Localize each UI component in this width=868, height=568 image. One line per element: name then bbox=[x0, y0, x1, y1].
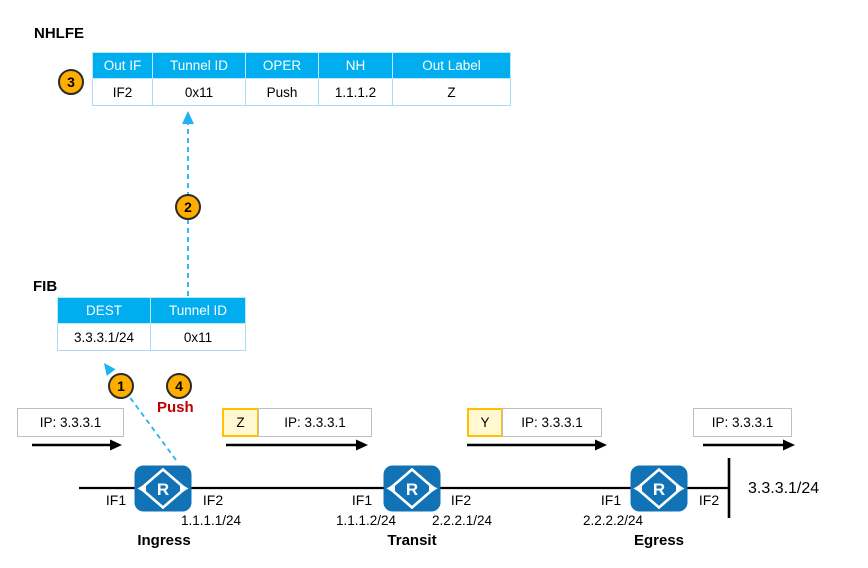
fib-header-row: DEST Tunnel ID bbox=[57, 297, 246, 324]
packet-4-ip-box: IP: 3.3.3.1 bbox=[693, 408, 792, 437]
packet-3-ip-box: IP: 3.3.3.1 bbox=[502, 408, 602, 437]
nhlfe-header-oper: OPER bbox=[245, 52, 319, 79]
fib-value-row: 3.3.3.1/24 0x11 bbox=[57, 323, 246, 351]
fib-to-nhlfe-lookup-arrow bbox=[182, 111, 194, 296]
transit-if1-ip-label: 1.1.1.2/24 bbox=[335, 513, 397, 528]
packet-2-ip-box: IP: 3.3.3.1 bbox=[258, 408, 372, 437]
packet-arrow-ingress-to-transit bbox=[226, 439, 368, 451]
nhlfe-header-tunnelid: Tunnel ID bbox=[152, 52, 246, 79]
push-operation-label: Push bbox=[157, 399, 194, 416]
transit-if2-ip-label: 2.2.2.1/24 bbox=[431, 513, 493, 528]
fib-header-dest: DEST bbox=[57, 297, 151, 324]
router-name-egress: Egress bbox=[633, 532, 685, 549]
router-name-ingress: Ingress bbox=[137, 532, 191, 549]
packet-2-mpls-label-z: Z bbox=[222, 408, 259, 437]
packet-3-mpls-label-y: Y bbox=[467, 408, 503, 437]
nhlfe-value-nh: 1.1.1.2 bbox=[318, 78, 393, 106]
router-transit-icon: R bbox=[383, 465, 441, 512]
fib-table: DEST Tunnel ID 3.3.3.1/24 0x11 bbox=[57, 297, 246, 351]
router-ingress-letter: R bbox=[157, 480, 169, 499]
nhlfe-header-outif: Out IF bbox=[92, 52, 153, 79]
nhlfe-value-oper: Push bbox=[245, 78, 319, 106]
fib-value-dest: 3.3.3.1/24 bbox=[57, 323, 151, 351]
transit-if2-label: IF2 bbox=[450, 492, 472, 508]
egress-if2-label: IF2 bbox=[698, 492, 720, 508]
step-badge-4: 4 bbox=[166, 373, 192, 399]
nhlfe-header-row: Out IF Tunnel ID OPER NH Out Label bbox=[92, 52, 511, 79]
egress-if1-ip-label: 2.2.2.2/24 bbox=[582, 513, 644, 528]
fib-value-tunnelid: 0x11 bbox=[150, 323, 246, 351]
nhlfe-title: NHLFE bbox=[34, 25, 84, 42]
destination-network-label: 3.3.3.1/24 bbox=[748, 480, 820, 497]
packet-1-ip-box: IP: 3.3.3.1 bbox=[17, 408, 124, 437]
nhlfe-value-row: IF2 0x11 Push 1.1.1.2 Z bbox=[92, 78, 511, 106]
ingress-if2-ip-label: 1.1.1.1/24 bbox=[180, 513, 242, 528]
nhlfe-table: Out IF Tunnel ID OPER NH Out Label IF2 0… bbox=[92, 52, 511, 106]
nhlfe-value-outif: IF2 bbox=[92, 78, 153, 106]
fib-header-tunnelid: Tunnel ID bbox=[150, 297, 246, 324]
fib-title: FIB bbox=[33, 278, 58, 295]
router-egress-icon: R bbox=[630, 465, 688, 512]
step-badge-1: 1 bbox=[108, 373, 134, 399]
nhlfe-header-outlabel: Out Label bbox=[392, 52, 511, 79]
ingress-if1-label: IF1 bbox=[105, 492, 127, 508]
ingress-if2-label: IF2 bbox=[202, 492, 224, 508]
router-name-transit: Transit bbox=[387, 532, 437, 549]
step-badge-3: 3 bbox=[58, 69, 84, 95]
transit-if1-label: IF1 bbox=[351, 492, 373, 508]
router-egress-letter: R bbox=[653, 480, 665, 499]
nhlfe-value-outlabel: Z bbox=[392, 78, 511, 106]
step-badge-2: 2 bbox=[175, 194, 201, 220]
packet-arrow-egress-out bbox=[703, 439, 795, 451]
router-transit-letter: R bbox=[406, 480, 418, 499]
packet-arrow-transit-to-egress bbox=[467, 439, 607, 451]
nhlfe-value-tunnelid: 0x11 bbox=[152, 78, 246, 106]
nhlfe-header-nh: NH bbox=[318, 52, 393, 79]
egress-if1-label: IF1 bbox=[600, 492, 622, 508]
router-ingress-icon: R bbox=[134, 465, 192, 512]
packet-arrow-ingress-in bbox=[32, 439, 122, 451]
